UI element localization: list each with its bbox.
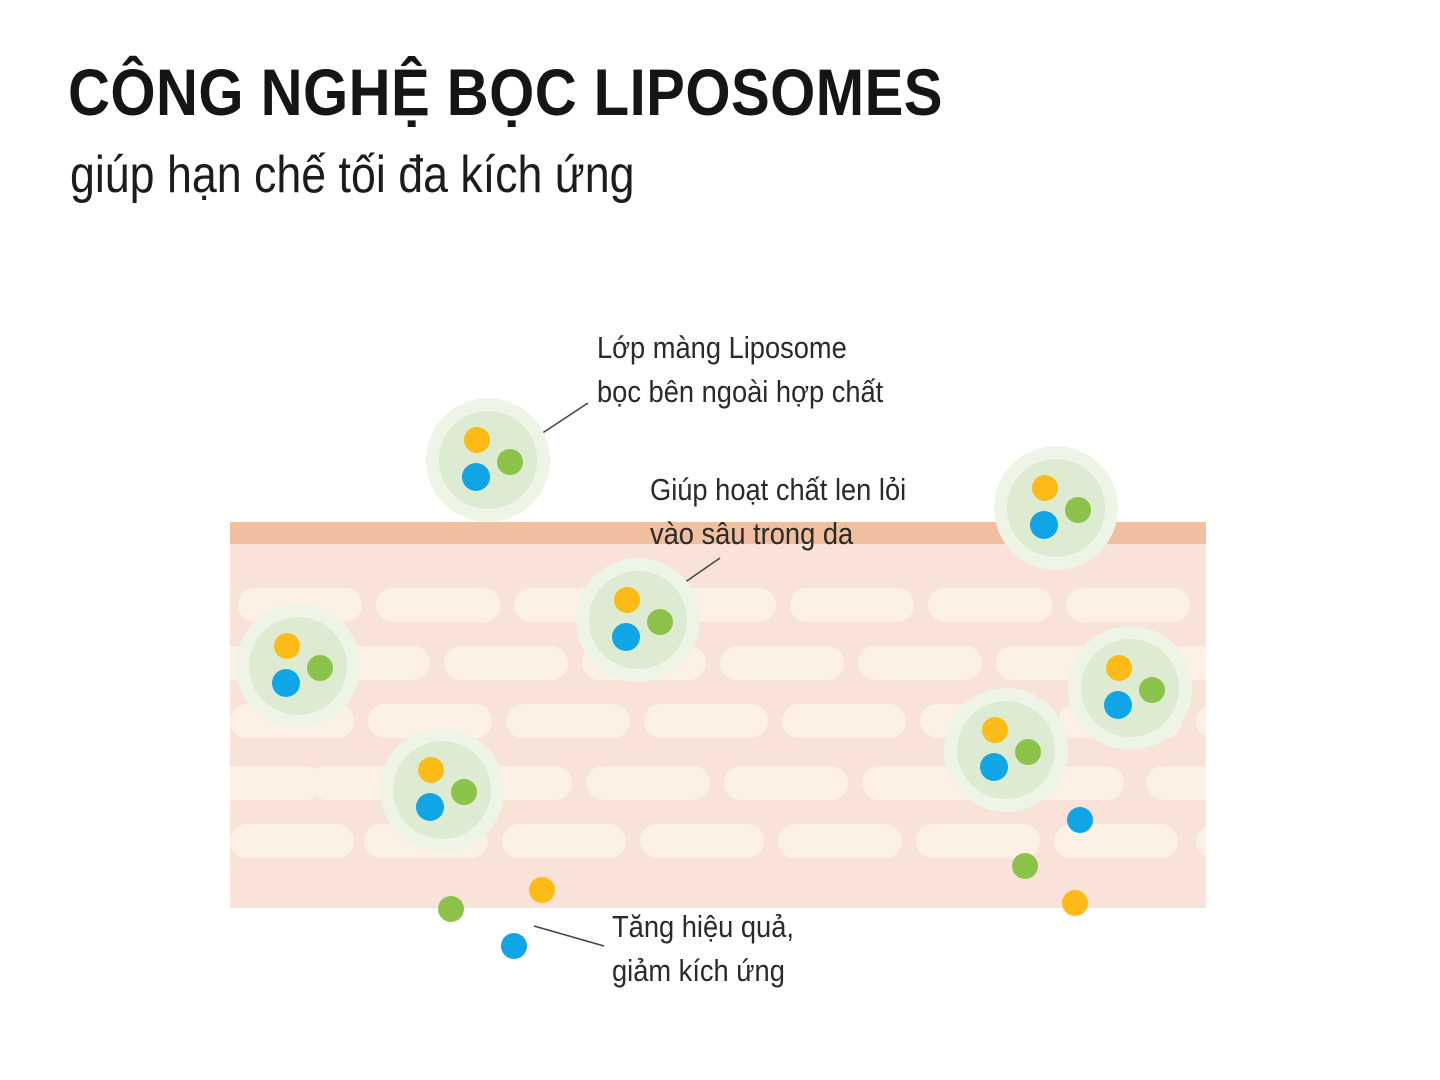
skin-cell — [782, 704, 906, 738]
yellow-particle — [614, 587, 640, 613]
skin-cell — [1066, 588, 1190, 622]
green-particle — [647, 609, 673, 635]
blue-particle — [501, 933, 527, 959]
membrane-label-line-1: Lớp màng Liposome — [597, 331, 847, 365]
membrane-label-line-2: bọc bên ngoài hợp chất — [597, 375, 883, 409]
green-particle — [451, 779, 477, 805]
skin-cell — [916, 824, 1040, 858]
skin-cell — [644, 704, 768, 738]
penetrate-label: Giúp hoạt chất len lỏi vào sâu trong da — [650, 473, 914, 551]
yellow-particle — [1062, 890, 1088, 916]
effect-label-line-1: Tăng hiệu quả, — [612, 910, 794, 944]
membrane-label: Lớp màng Liposome bọc bên ngoài hợp chất — [597, 331, 883, 409]
blue-particle — [1030, 511, 1058, 539]
skin-cell — [778, 824, 902, 858]
liposome-membrane-inner — [249, 617, 347, 715]
skin-surface — [230, 522, 1206, 544]
blue-particle — [612, 623, 640, 651]
free-particles — [438, 807, 1093, 959]
skin-cell — [1054, 824, 1178, 858]
green-particle — [1012, 853, 1038, 879]
skin-cell — [928, 588, 1052, 622]
green-particle — [1139, 677, 1165, 703]
yellow-particle — [418, 757, 444, 783]
liposome — [944, 688, 1068, 812]
yellow-particle — [274, 633, 300, 659]
skin-cell — [1196, 705, 1206, 737]
skin-cell — [790, 588, 914, 622]
blue-particle — [1104, 691, 1132, 719]
liposome — [426, 398, 550, 522]
blue-particle — [272, 669, 300, 697]
blue-particle — [1067, 807, 1093, 833]
yellow-particle — [464, 427, 490, 453]
liposome — [236, 604, 360, 728]
liposome-membrane-inner — [1007, 459, 1105, 557]
yellow-particle — [982, 717, 1008, 743]
page-title: CÔNG NGHỆ BỌC LIPOSOMES — [68, 55, 943, 129]
green-particle — [497, 449, 523, 475]
liposomes — [236, 398, 1192, 852]
liposome — [1068, 626, 1192, 750]
effect-label-line-2: giảm kích ứng — [612, 954, 785, 988]
green-particle — [307, 655, 333, 681]
effect-leader-line — [533, 925, 605, 947]
yellow-particle — [1032, 475, 1058, 501]
effect-label: Tăng hiệu quả, giảm kích ứng — [612, 910, 802, 988]
skin-cell — [506, 704, 630, 738]
skin-cell — [640, 824, 764, 858]
blue-particle — [416, 793, 444, 821]
green-particle — [1065, 497, 1091, 523]
skin-cell — [368, 704, 492, 738]
skin-cell — [230, 766, 324, 800]
yellow-particle — [529, 877, 555, 903]
skin-cell — [1196, 825, 1206, 857]
skin-cell — [444, 646, 568, 680]
penetrate-label-line-2: vào sâu trong da — [650, 517, 854, 551]
membrane-leader-line — [537, 402, 589, 437]
liposome — [994, 446, 1118, 570]
blue-particle — [980, 753, 1008, 781]
liposome-membrane-inner — [1081, 639, 1179, 737]
yellow-particle — [1106, 655, 1132, 681]
skin-cell — [502, 824, 626, 858]
skin-cell — [720, 646, 844, 680]
skin-cell — [858, 646, 982, 680]
page-subtitle: giúp hạn chế tối đa kích ứng — [70, 146, 635, 204]
liposome-membrane-inner — [957, 701, 1055, 799]
liposome-membrane-inner — [439, 411, 537, 509]
skin-cell — [230, 824, 354, 858]
skin-cell — [724, 766, 848, 800]
skin-cell — [376, 588, 500, 622]
green-particle — [1015, 739, 1041, 765]
liposome — [380, 728, 504, 852]
green-particle — [438, 896, 464, 922]
blue-particle — [462, 463, 490, 491]
liposome-membrane-inner — [589, 571, 687, 669]
penetrate-label-line-1: Giúp hoạt chất len lỏi — [650, 473, 906, 507]
liposome-membrane-inner — [393, 741, 491, 839]
skin-cell — [1146, 766, 1206, 800]
skin-cell — [586, 766, 710, 800]
liposome — [576, 558, 700, 682]
